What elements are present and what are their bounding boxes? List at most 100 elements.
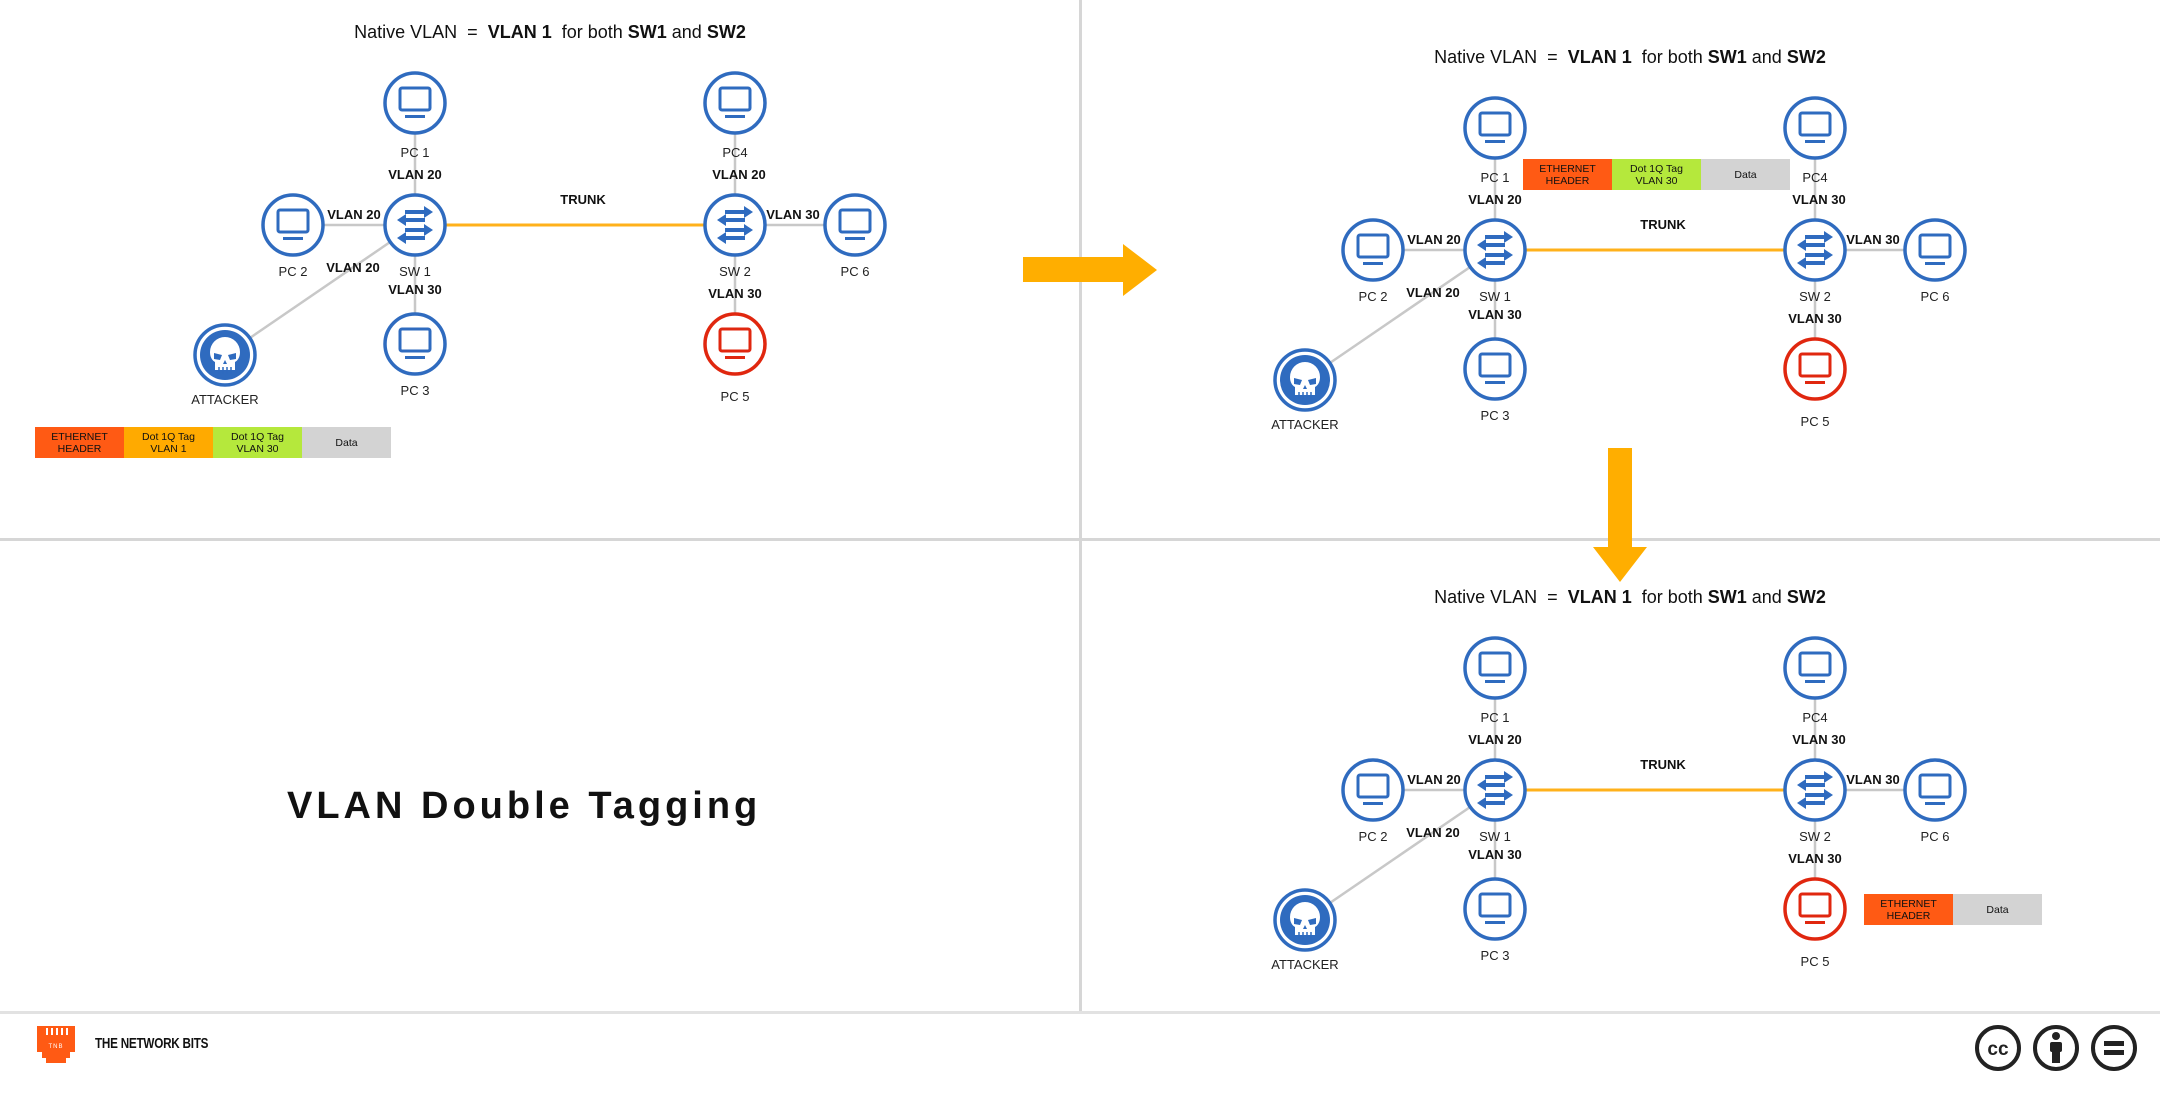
attacker-node bbox=[1273, 888, 1337, 952]
pc2-vlan-label: VLAN 20 bbox=[327, 207, 380, 222]
pc2-label: PC 2 bbox=[1359, 289, 1388, 304]
attacker-node bbox=[1273, 348, 1337, 412]
pc1-label: PC 1 bbox=[1481, 170, 1510, 185]
diagram-step-2: Native VLAN = VLAN 1 for both SW1 and SW… bbox=[1080, 25, 2160, 565]
pc3-node bbox=[1463, 337, 1527, 401]
pc5-vlan-label: VLAN 30 bbox=[708, 286, 761, 301]
diagram-step-1: Native VLAN = VLAN 1 for both SW1 and SW… bbox=[0, 0, 1080, 540]
pc3-label: PC 3 bbox=[1481, 948, 1510, 963]
pc3-vlan-label: VLAN 30 bbox=[388, 282, 441, 297]
pc4-label: PC4 bbox=[1802, 710, 1827, 725]
trunk-label: TRUNK bbox=[560, 192, 606, 207]
pc4-vlan-label: VLAN 20 bbox=[712, 167, 765, 182]
by-attribution-icon bbox=[2033, 1025, 2079, 1071]
native-vlan-title: Native VLAN = VLAN 1 for both SW1 and SW… bbox=[1434, 587, 1826, 607]
vertical-divider bbox=[1079, 0, 1082, 1012]
footer-divider bbox=[0, 1011, 2160, 1014]
pc2-label: PC 2 bbox=[279, 264, 308, 279]
sw2-node bbox=[1783, 758, 1847, 822]
svg-text:cc: cc bbox=[1987, 1039, 2009, 1060]
pc4-node bbox=[703, 71, 767, 135]
pc4-label: PC4 bbox=[1802, 170, 1827, 185]
pc3-node bbox=[1463, 877, 1527, 941]
pc6-vlan-label: VLAN 30 bbox=[1846, 232, 1899, 247]
network-bits-logo-icon: TNB bbox=[37, 1026, 75, 1063]
svg-text:TNB: TNB bbox=[49, 1044, 64, 1050]
pc5-vlan-label: VLAN 30 bbox=[1788, 311, 1841, 326]
pc1-node bbox=[1463, 636, 1527, 700]
pc4-vlan-label: VLAN 30 bbox=[1792, 732, 1845, 747]
attacker-label: ATTACKER bbox=[1271, 417, 1338, 432]
sw1-label: SW 1 bbox=[399, 264, 431, 279]
pc1-label: PC 1 bbox=[1481, 710, 1510, 725]
pc2-node bbox=[1341, 218, 1405, 282]
sw1-label: SW 1 bbox=[1479, 829, 1511, 844]
pc5-vlan-label: VLAN 30 bbox=[1788, 851, 1841, 866]
pc2-label: PC 2 bbox=[1359, 829, 1388, 844]
pc5-node bbox=[1783, 877, 1847, 941]
sw2-label: SW 2 bbox=[1799, 829, 1831, 844]
brand-name: THE NETWORK BITS bbox=[95, 1035, 209, 1052]
sw2-node bbox=[703, 193, 767, 257]
sw1-label: SW 1 bbox=[1479, 289, 1511, 304]
packet-field: Dot 1Q Tag VLAN 30 bbox=[1612, 159, 1701, 190]
native-vlan-title: Native VLAN = VLAN 1 for both SW1 and SW… bbox=[354, 22, 746, 42]
pc1-vlan-label: VLAN 20 bbox=[1468, 192, 1521, 207]
cc-icon: cc bbox=[1975, 1025, 2021, 1071]
pc6-node bbox=[1903, 218, 1967, 282]
pc6-vlan-label: VLAN 30 bbox=[1846, 772, 1899, 787]
packet-field: Data bbox=[1953, 894, 2042, 925]
attacker-vlan-label: VLAN 20 bbox=[1406, 285, 1459, 300]
attacker-vlan-label: VLAN 20 bbox=[326, 260, 379, 275]
right-arrow-icon bbox=[1023, 244, 1157, 296]
trunk-label: TRUNK bbox=[1640, 757, 1686, 772]
pc6-node bbox=[1903, 758, 1967, 822]
pc1-label: PC 1 bbox=[401, 145, 430, 160]
pc4-node bbox=[1783, 96, 1847, 160]
license-icons: cc bbox=[1974, 1024, 2138, 1072]
sw1-node bbox=[383, 193, 447, 257]
access-link bbox=[1304, 248, 1496, 382]
packet-field: ETHERNET HEADER bbox=[1523, 159, 1612, 190]
pc6-label: PC 6 bbox=[1921, 829, 1950, 844]
access-link bbox=[1304, 788, 1496, 922]
pc3-label: PC 3 bbox=[401, 383, 430, 398]
pc5-node bbox=[703, 312, 767, 376]
pc2-node bbox=[1341, 758, 1405, 822]
pc6-label: PC 6 bbox=[841, 264, 870, 279]
pc5-label: PC 5 bbox=[1801, 954, 1830, 969]
no-derivatives-icon bbox=[2091, 1025, 2137, 1071]
packet-field: Data bbox=[302, 427, 391, 458]
packet-field: ETHERNET HEADER bbox=[1864, 894, 1953, 925]
pc5-label: PC 5 bbox=[721, 389, 750, 404]
pc5-label: PC 5 bbox=[1801, 414, 1830, 429]
pc4-node bbox=[1783, 636, 1847, 700]
pc6-vlan-label: VLAN 30 bbox=[766, 207, 819, 222]
pc1-vlan-label: VLAN 20 bbox=[1468, 732, 1521, 747]
packet-field: Dot 1Q Tag VLAN 1 bbox=[124, 427, 213, 458]
pc2-vlan-label: VLAN 20 bbox=[1407, 772, 1460, 787]
pc3-node bbox=[383, 312, 447, 376]
sw1-node bbox=[1463, 218, 1527, 282]
attacker-label: ATTACKER bbox=[191, 392, 258, 407]
trunk-label: TRUNK bbox=[1640, 217, 1686, 232]
pc5-node bbox=[1783, 337, 1847, 401]
pc1-vlan-label: VLAN 20 bbox=[388, 167, 441, 182]
pc1-node bbox=[1463, 96, 1527, 160]
native-vlan-title: Native VLAN = VLAN 1 for both SW1 and SW… bbox=[1434, 47, 1826, 67]
sw2-label: SW 2 bbox=[1799, 289, 1831, 304]
horizontal-divider bbox=[0, 538, 2160, 541]
attacker-label: ATTACKER bbox=[1271, 957, 1338, 972]
packet-field: Dot 1Q Tag VLAN 30 bbox=[213, 427, 302, 458]
pc2-vlan-label: VLAN 20 bbox=[1407, 232, 1460, 247]
packet-field: ETHERNET HEADER bbox=[35, 427, 124, 458]
sw2-node bbox=[1783, 218, 1847, 282]
sw1-node bbox=[1463, 758, 1527, 822]
down-arrow-icon bbox=[1593, 448, 1647, 582]
pc6-node bbox=[823, 193, 887, 257]
attacker-vlan-label: VLAN 20 bbox=[1406, 825, 1459, 840]
